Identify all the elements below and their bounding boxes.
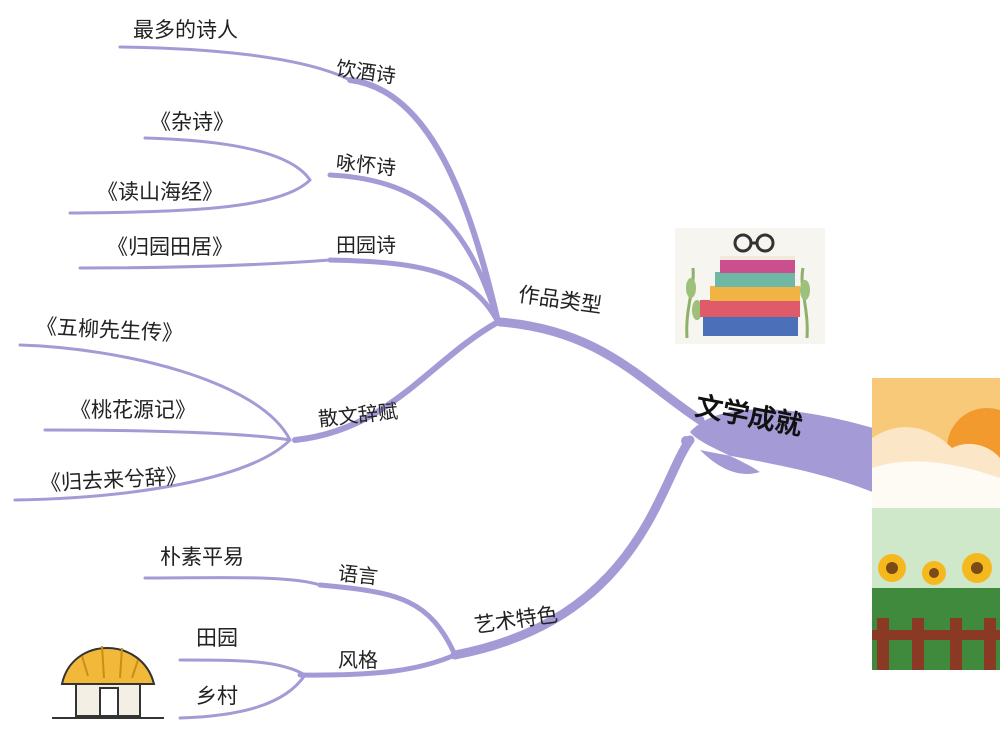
splash-drop xyxy=(681,436,691,446)
leaf-guiyuantianju: 《归园田居》 xyxy=(107,235,233,259)
root-splash xyxy=(690,409,880,495)
sunflower-landscape-icon xyxy=(872,378,1000,670)
branch-works-drinking xyxy=(347,77,501,325)
straw-hut-icon xyxy=(52,645,164,719)
leaf-most-poet: 最多的诗人 xyxy=(133,18,238,42)
leaf-line-pusu xyxy=(143,576,322,587)
leaf-pusu-pingyi: 朴素平易 xyxy=(160,545,244,569)
leaf-line-zashi xyxy=(143,136,312,182)
branch-root-to-art xyxy=(450,435,695,660)
node-yonghuai-poems: 咏怀诗 xyxy=(334,149,398,181)
branch-root-to-works xyxy=(495,317,705,425)
leaf-dushanhaijing: 《读山海经》 xyxy=(97,180,223,204)
branch-art-language xyxy=(317,582,458,658)
leaf-line-taohuayuanji xyxy=(43,428,292,442)
leaf-line-guiyuantianju xyxy=(78,258,332,270)
branch-art-style xyxy=(297,652,458,678)
leaf-xiangcun: 乡村 xyxy=(196,684,238,708)
leaf-line-dushanhaijing xyxy=(68,178,312,215)
node-language: 语言 xyxy=(336,560,380,590)
branch-works-prose xyxy=(292,319,501,443)
leaf-line-guiqulaixici xyxy=(13,438,292,502)
leaf-line-tianyuan xyxy=(178,658,307,677)
leaf-zashi: 《杂诗》 xyxy=(150,110,234,134)
leaf-line-most-poet xyxy=(118,45,352,82)
node-style: 风格 xyxy=(338,648,378,672)
node-pastoral-poems: 田园诗 xyxy=(336,233,396,257)
leaf-tianyuan: 田园 xyxy=(196,626,238,650)
leaf-taohuayuanji: 《桃花源记》 xyxy=(70,398,196,422)
leaf-line-wuliu xyxy=(18,343,292,442)
leaf-line-xiangcun xyxy=(178,673,307,720)
books-with-glasses-icon xyxy=(675,228,825,344)
branch-works-yonghuai xyxy=(327,172,501,325)
branch-works-pastoral xyxy=(327,257,501,325)
